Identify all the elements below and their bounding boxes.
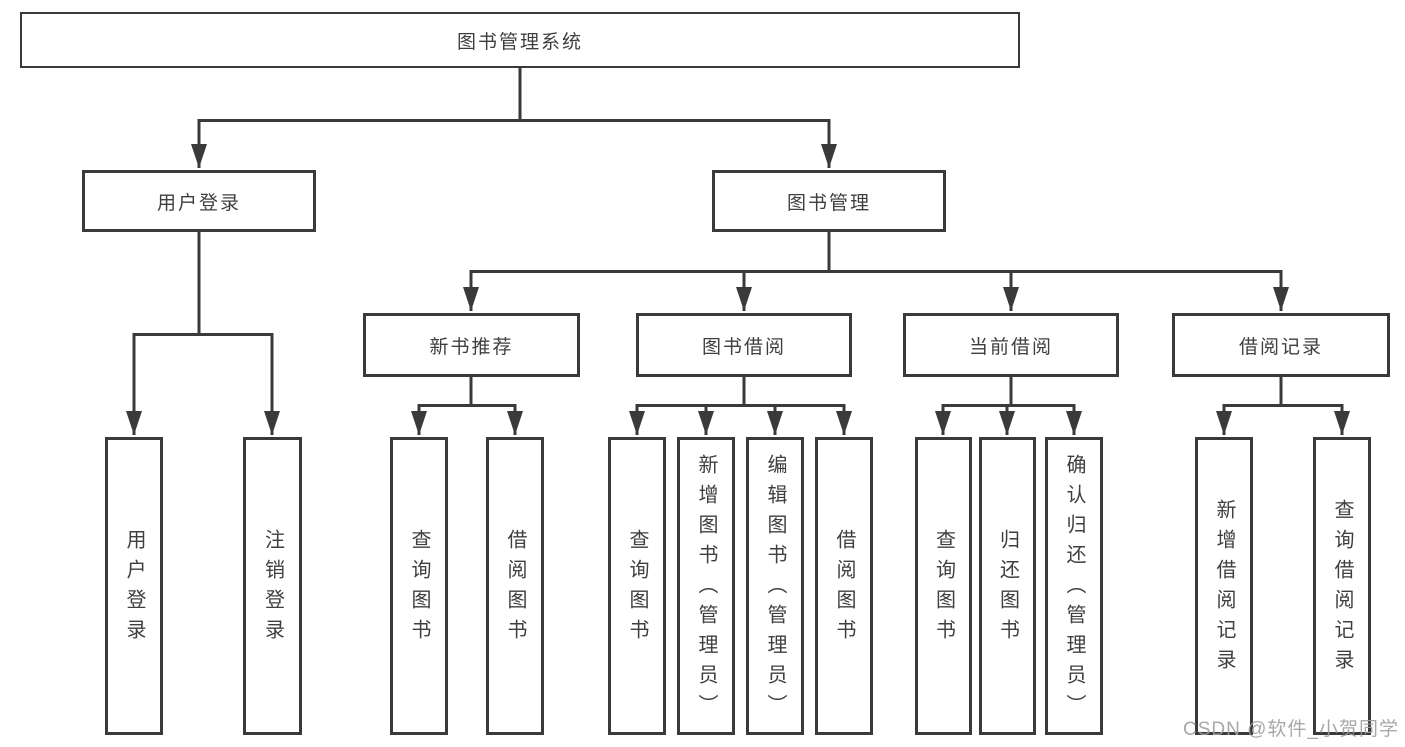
connectors-book-mgmt xyxy=(463,232,1289,311)
node-br-query: 查询借阅记录 xyxy=(1313,437,1371,735)
connectors-new-book-rec xyxy=(411,377,523,435)
node-current-borrow: 当前借阅 xyxy=(903,313,1119,377)
node-book-borrow: 图书借阅 xyxy=(636,313,852,377)
node-cb-confirm: 确认归还（管理员） xyxy=(1045,437,1103,735)
connectors-current-borrow xyxy=(935,377,1082,435)
node-cb-query: 查询图书 xyxy=(915,437,972,735)
node-bb-add: 新增图书（管理员） xyxy=(677,437,735,735)
node-bb-query: 查询图书 xyxy=(608,437,666,735)
node-bb-edit: 编辑图书（管理员） xyxy=(746,437,804,735)
connectors-root xyxy=(191,68,837,168)
node-new-book-rec: 新书推荐 xyxy=(363,313,580,377)
node-user-login: 用户登录 xyxy=(82,170,316,232)
node-logout: 注销登录 xyxy=(243,437,302,735)
node-cb-return: 归还图书 xyxy=(979,437,1036,735)
node-bb-borrow: 借阅图书 xyxy=(815,437,873,735)
node-rec-query: 查询图书 xyxy=(390,437,448,735)
connectors-borrow-records xyxy=(1216,377,1350,435)
connectors-book-borrow xyxy=(629,377,852,435)
node-br-add: 新增借阅记录 xyxy=(1195,437,1253,735)
node-rec-borrow: 借阅图书 xyxy=(486,437,544,735)
node-root: 图书管理系统 xyxy=(20,12,1020,68)
node-book-mgmt: 图书管理 xyxy=(712,170,946,232)
watermark: CSDN @软件_小贺同学 xyxy=(1183,719,1399,740)
node-borrow-records: 借阅记录 xyxy=(1172,313,1390,377)
connectors-user-login xyxy=(126,232,280,435)
node-login: 用户登录 xyxy=(105,437,163,735)
